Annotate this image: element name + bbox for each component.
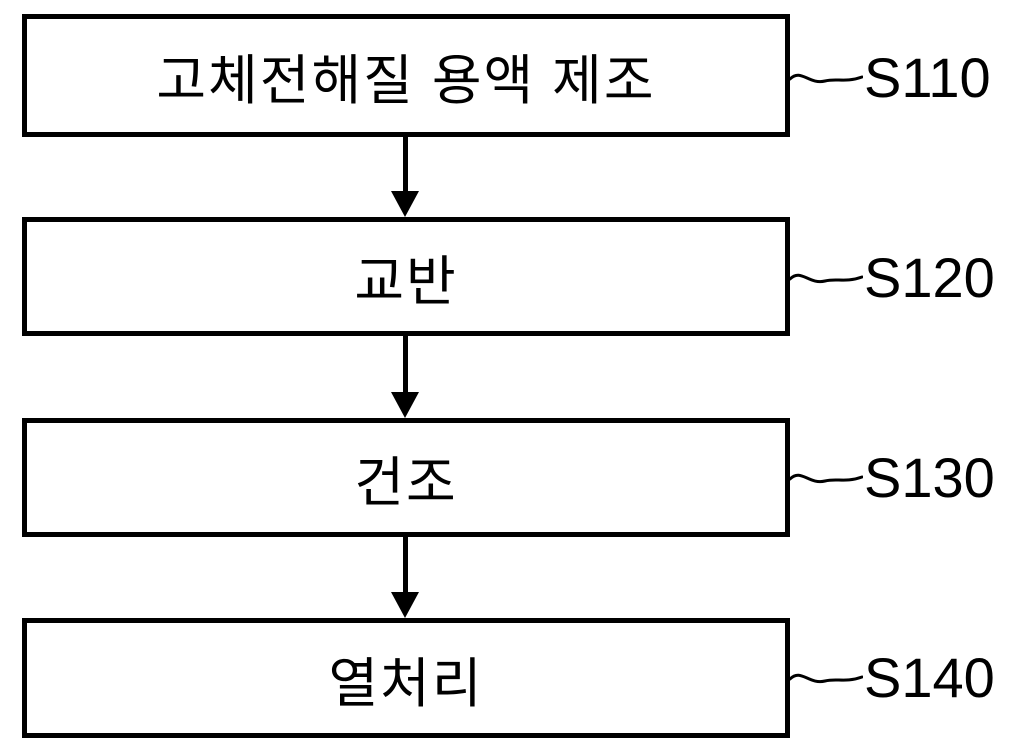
arrow-stem [402,537,408,592]
arrow-down-icon [391,336,419,418]
arrow-down-icon [391,537,419,618]
step-code-label: S120 [864,246,995,309]
arrow-stem [402,336,408,392]
process-box-s110: 고체전해질 용액 제조 [22,14,790,137]
process-box-title: 열처리 [328,653,484,714]
squiggle-connector [789,673,863,684]
process-box-s130: 건조 [22,418,790,537]
arrow-stem [402,137,408,191]
process-box-title: 건조 [354,453,458,513]
arrow-head [391,191,419,217]
step-code-label: S110 [864,46,991,109]
arrow-head [391,592,419,618]
squiggle-connector [789,473,863,484]
arrow-head [391,392,419,418]
process-box-title: 교반 [354,252,458,312]
step-code-label: S130 [864,446,995,509]
squiggle-connector [789,73,863,84]
process-box-s140: 열처리 [22,618,790,738]
process-box-title: 고체전해질 용액 제조 [156,51,656,111]
process-box-s120: 교반 [22,217,790,336]
squiggle-connector [789,273,863,284]
step-code-label: S140 [864,646,995,709]
arrow-down-icon [391,137,419,217]
